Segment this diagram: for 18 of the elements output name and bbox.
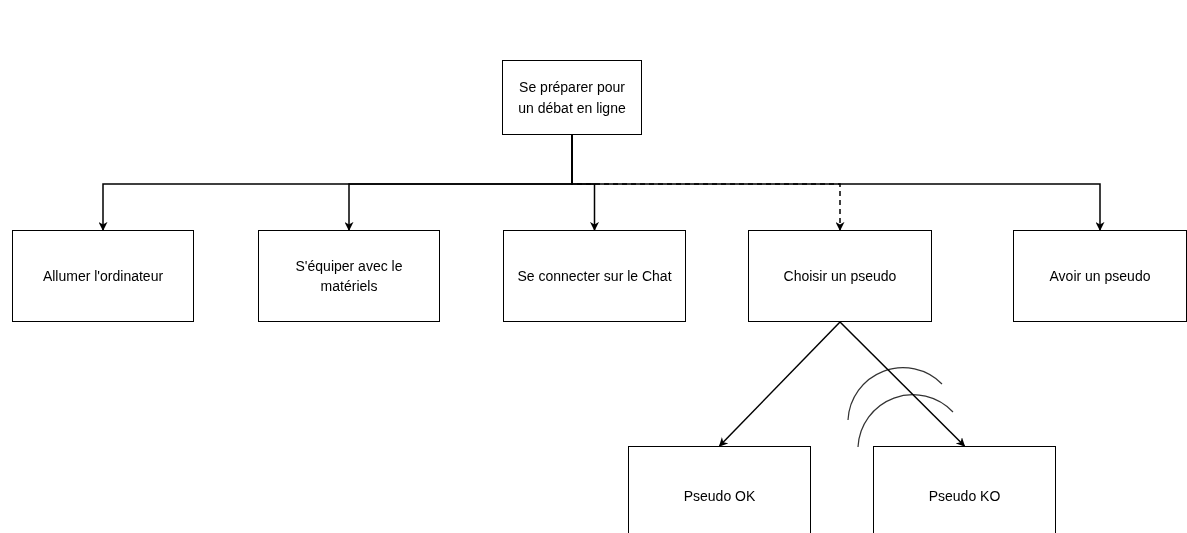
box-label: Pseudo KO <box>928 486 1001 506</box>
box-label: Se connecter sur le Chat <box>517 266 672 286</box>
box-label: Pseudo OK <box>683 486 756 506</box>
process-box <box>258 230 440 322</box>
arrow <box>839 321 966 447</box>
box-label: S'équiper avec le matériels <box>294 256 404 296</box>
process-box <box>502 60 642 135</box>
arrow <box>718 321 841 447</box>
box-label: Avoir un pseudo <box>1049 266 1151 286</box>
process-box <box>12 230 194 322</box>
process-box <box>748 230 932 322</box>
process-box <box>1013 230 1187 322</box>
process-box <box>503 230 686 322</box>
process-box <box>628 446 811 533</box>
box-label: Se préparer pour un débat en ligne <box>517 78 627 118</box>
box-label: Choisir un pseudo <box>783 266 897 286</box>
process-box <box>873 446 1056 533</box>
box-label: Allumer l'ordinateur <box>42 266 164 286</box>
